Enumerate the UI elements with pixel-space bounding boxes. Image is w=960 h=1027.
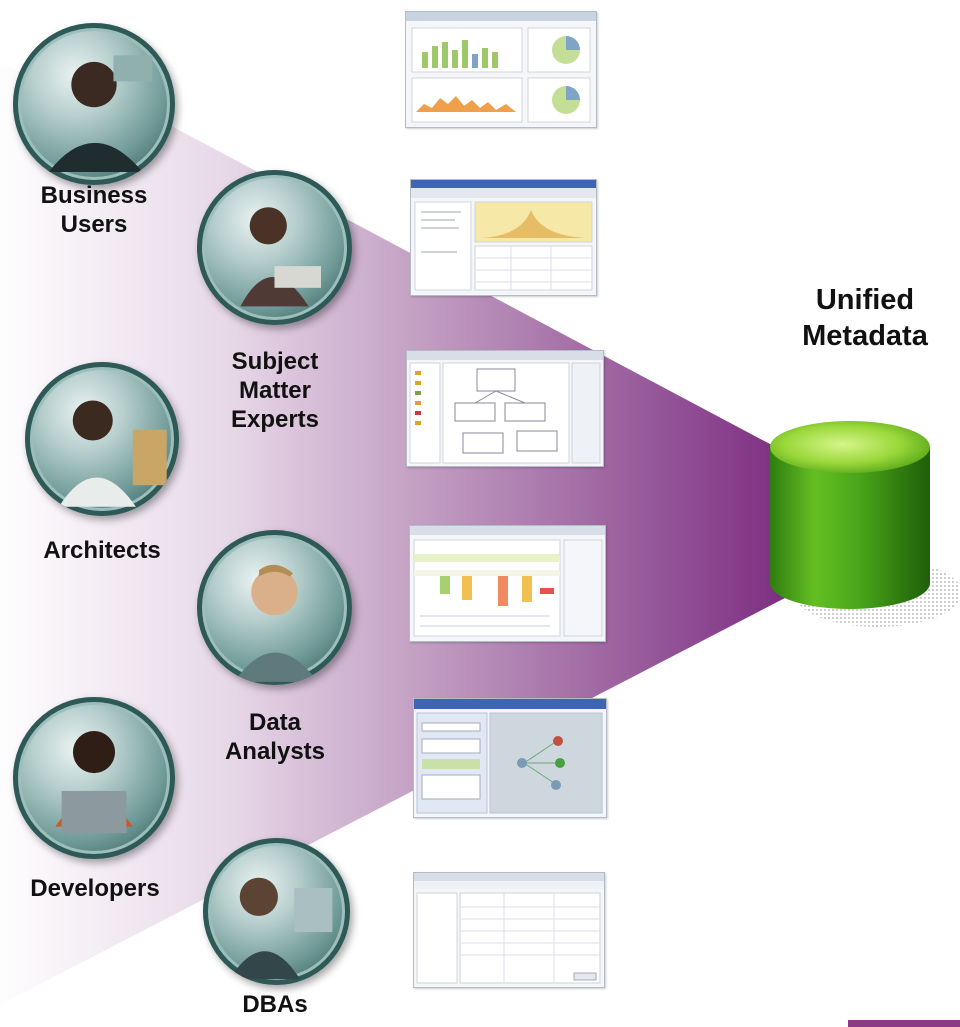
role-label-subject-matter-experts: Subject Matter Experts (230, 348, 320, 433)
corner-accent-bar (848, 1020, 960, 1027)
role-label-dbas: DBAs (242, 991, 308, 1018)
dba-photo (203, 838, 350, 985)
data-analyst-photo (197, 530, 352, 685)
developer-photo (13, 697, 175, 859)
role-label-data-analysts: Data Analysts (224, 709, 326, 765)
database-cylinder-icon (770, 421, 960, 627)
subject-matter-expert-photo (197, 170, 352, 325)
unified-metadata-heading: Unified Metadata (802, 284, 928, 352)
role-label-developers: Developers (30, 875, 160, 902)
business-user-photo (13, 23, 175, 185)
role-label-architects: Architects (43, 537, 161, 564)
data-model-designer-thumbnail (406, 350, 604, 467)
architect-photo (25, 362, 179, 516)
role-label-business-users: Business Users (40, 182, 148, 238)
data-quality-grid-thumbnail (409, 525, 606, 642)
database-admin-thumbnail (413, 872, 605, 988)
mapping-flow-thumbnail (413, 698, 607, 818)
data-profiling-thumbnail (410, 179, 597, 296)
dashboard-charts-thumbnail (405, 11, 597, 128)
